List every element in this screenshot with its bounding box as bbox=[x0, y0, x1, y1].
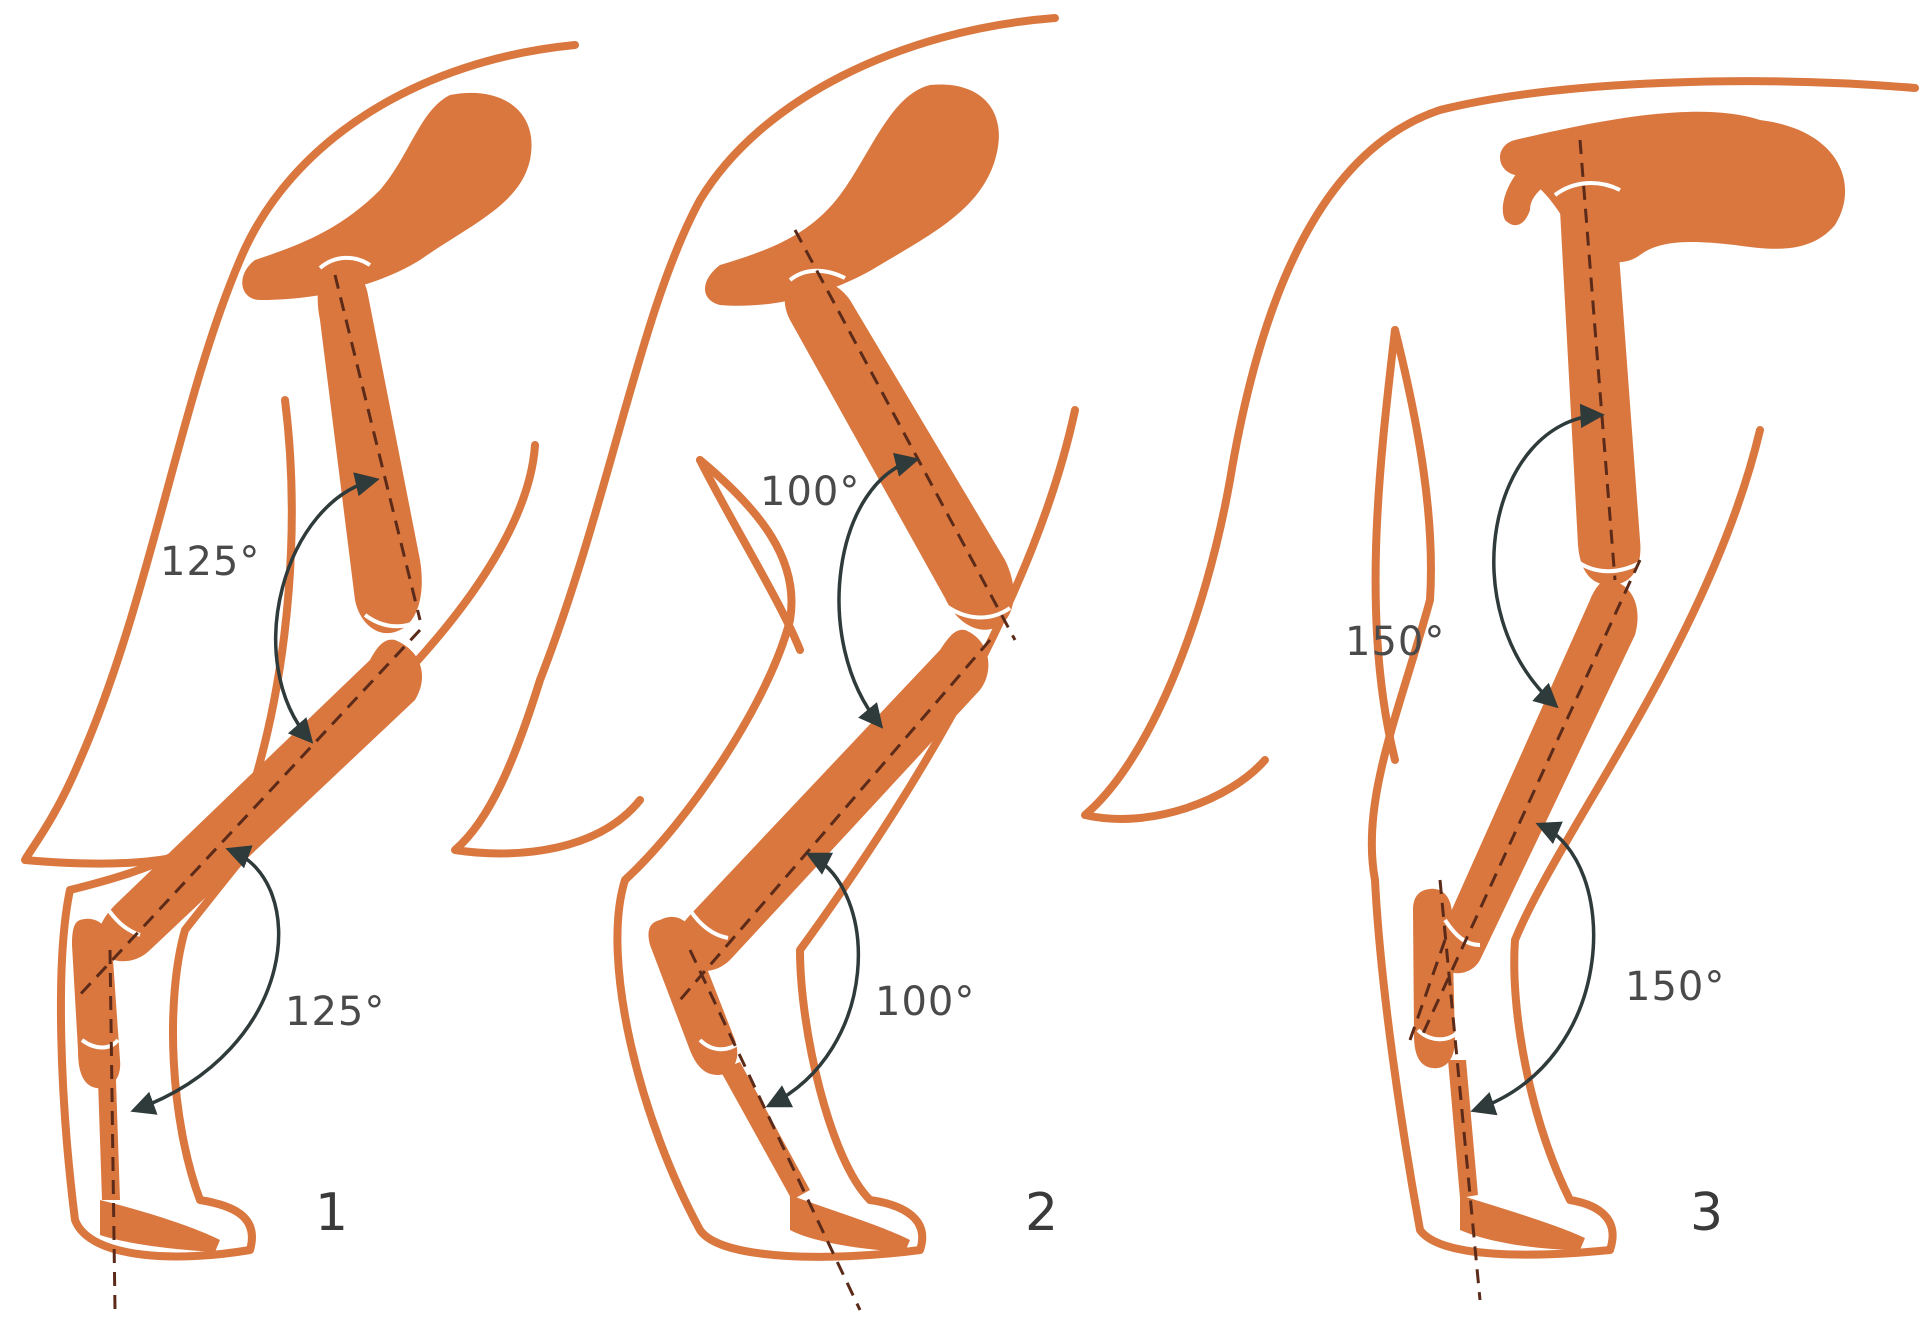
panel-3-bones bbox=[1413, 112, 1845, 1250]
panel-2-pelvis bbox=[705, 84, 999, 305]
panel-1-pelvis bbox=[242, 93, 531, 300]
panel-2-metatarsus bbox=[720, 1062, 810, 1200]
panel-3-pelvis bbox=[1500, 112, 1845, 263]
panel-1-upper-angle-label: 125° bbox=[160, 539, 260, 585]
panel-3-number: 3 bbox=[1690, 1183, 1723, 1243]
panel-1-femur bbox=[318, 269, 422, 633]
panel-1: 125° 125° 1 bbox=[25, 45, 575, 1310]
panel-1-toes bbox=[100, 1200, 220, 1252]
panel-2-lower-angle-label: 100° bbox=[875, 979, 975, 1025]
panel-3-upper-angle-label: 150° bbox=[1345, 619, 1445, 665]
panel-2-number: 2 bbox=[1025, 1183, 1058, 1243]
panel-2: 100° 100° 2 bbox=[455, 18, 1075, 1310]
panel-1-number: 1 bbox=[315, 1183, 348, 1243]
panel-2-femur bbox=[785, 279, 1014, 630]
panel-3-lower-angle-label: 150° bbox=[1625, 964, 1725, 1010]
panel-2-upper-angle-label: 100° bbox=[760, 469, 860, 515]
panel-3-toes bbox=[1460, 1195, 1585, 1250]
panel-1-metatarsus bbox=[98, 1080, 120, 1200]
panel-3: 150° 150° 3 bbox=[1085, 81, 1915, 1300]
panel-1-lower-angle-label: 125° bbox=[285, 989, 385, 1035]
panel-1-bones bbox=[72, 93, 532, 1252]
panel-2-tibia bbox=[676, 630, 989, 972]
panel-2-body-outline bbox=[455, 18, 1075, 1257]
panel-3-body-outline bbox=[1085, 81, 1915, 1254]
panel-2-bones bbox=[648, 84, 1013, 1252]
panel-3-metatarsus bbox=[1448, 1060, 1478, 1198]
